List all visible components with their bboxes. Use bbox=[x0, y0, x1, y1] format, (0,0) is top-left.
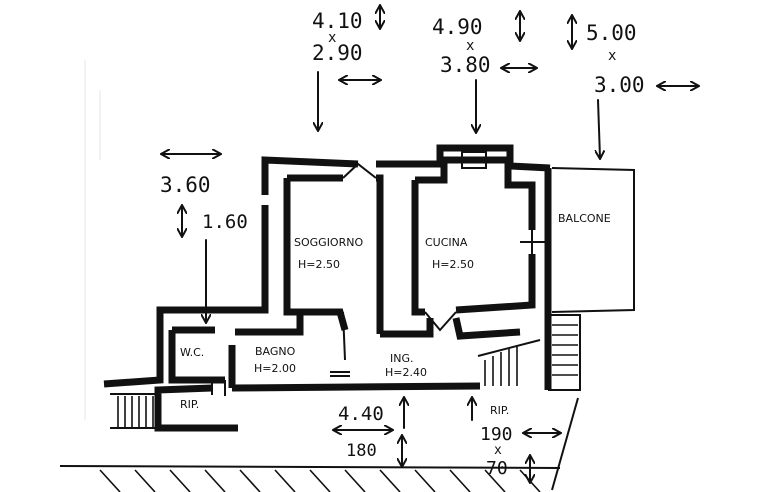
dimension-soggiorno: 4.10 x 2.90 bbox=[312, 6, 380, 130]
room-ing-name: ING. bbox=[390, 352, 414, 365]
room-bagno-name: BAGNO bbox=[255, 345, 296, 358]
dim-balcone-x: x bbox=[608, 48, 616, 64]
dim-bagno-width: 3.60 bbox=[160, 173, 211, 197]
dim-balcone-depth: 3.00 bbox=[594, 73, 645, 97]
room-rip-right-name: RIP. bbox=[490, 404, 509, 417]
stairs-right bbox=[477, 324, 578, 386]
dimension-balcone: 5.00 x 3.00 bbox=[572, 16, 698, 158]
room-cucina-name: CUCINA bbox=[425, 236, 468, 249]
dim-soggiorno-x: x bbox=[328, 30, 336, 46]
dim-soggiorno-width: 4.10 bbox=[312, 9, 363, 33]
dim-balcone-width: 5.00 bbox=[586, 21, 637, 45]
dim-cucina-x: x bbox=[466, 38, 474, 54]
dimension-ing: 4.40 180 bbox=[334, 398, 404, 466]
dim-soggiorno-depth: 2.90 bbox=[312, 41, 363, 65]
walls bbox=[103, 144, 635, 432]
door-marks bbox=[211, 151, 546, 396]
room-labels: SOGGIORNO H=2.50 CUCINA H=2.50 BALCONE W… bbox=[180, 212, 611, 411]
dim-ing-width: 4.40 bbox=[338, 403, 384, 425]
room-wc-name: W.C. bbox=[180, 346, 204, 359]
dim-rip-depth: 70 bbox=[486, 458, 508, 479]
ground-hatching bbox=[59, 397, 579, 492]
dim-cucina-depth: 3.80 bbox=[440, 53, 491, 77]
dimension-bagno: 3.60 1.60 bbox=[160, 154, 248, 322]
dim-bagno-depth: 1.60 bbox=[202, 211, 248, 233]
arrow-balcone-down bbox=[598, 99, 600, 158]
stairs-left bbox=[110, 393, 158, 429]
room-rip-left-name: RIP. bbox=[180, 398, 199, 411]
dim-rip-width: 190 bbox=[480, 424, 513, 445]
dimension-rip: RIP. 190 x 70 bbox=[472, 398, 560, 482]
room-soggiorno-name: SOGGIORNO bbox=[294, 236, 363, 249]
room-balcone-name: BALCONE bbox=[558, 212, 611, 225]
dim-rip-x: x bbox=[494, 443, 502, 458]
room-bagno-height: H=2.00 bbox=[254, 362, 296, 375]
dim-cucina-width: 4.90 bbox=[432, 15, 483, 39]
dim-ing-depth: 180 bbox=[346, 441, 377, 461]
room-soggiorno-height: H=2.50 bbox=[298, 258, 340, 271]
room-ing-height: H=2.40 bbox=[385, 366, 427, 379]
scan-artifacts bbox=[84, 60, 101, 420]
dimension-cucina: 4.90 x 3.80 bbox=[432, 12, 536, 132]
room-cucina-height: H=2.50 bbox=[432, 258, 474, 271]
